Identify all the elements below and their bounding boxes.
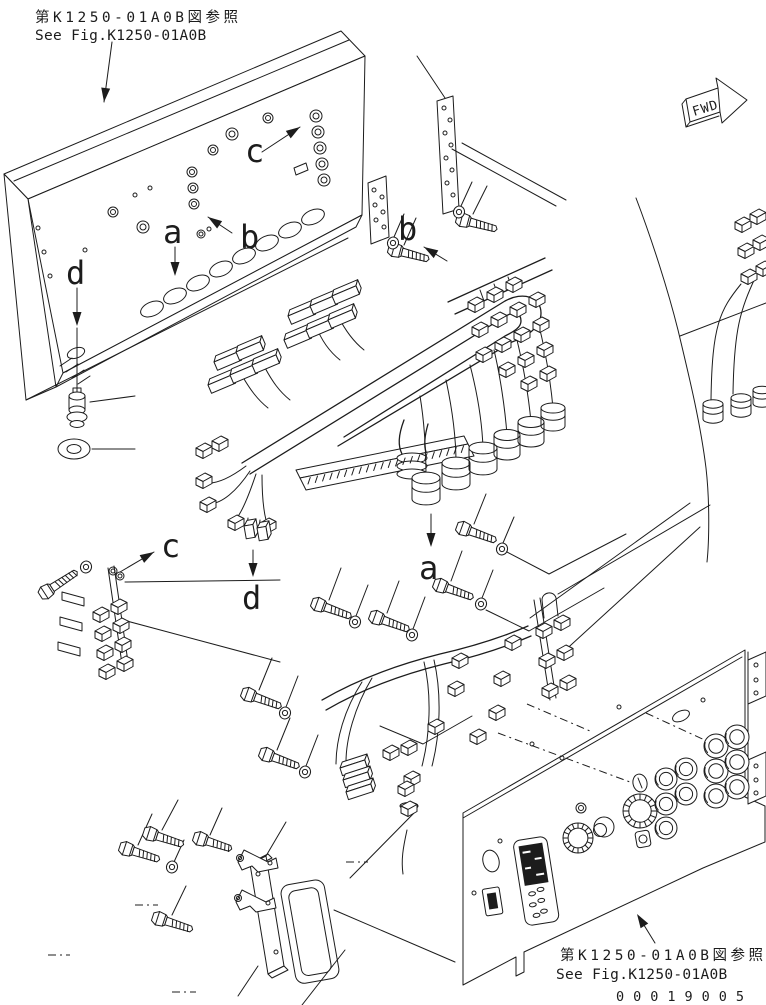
fwd-direction-arrow: FWD bbox=[681, 77, 748, 128]
gasket-frame bbox=[280, 879, 340, 984]
callout-detail-d: d bbox=[242, 579, 261, 617]
callout-detail-b: b bbox=[398, 210, 417, 248]
control-panel bbox=[462, 649, 766, 986]
callout-detail-a: a bbox=[419, 549, 438, 587]
instrument-panel-box bbox=[3, 30, 366, 401]
callout-panel-b: b bbox=[240, 218, 259, 256]
callout-detail-c: c bbox=[161, 527, 180, 565]
text-annotations: 第K1250-01A0B図参照 See Fig.K1250-01A0B 第K12… bbox=[35, 8, 766, 1005]
fuse-block-stack bbox=[57, 565, 129, 665]
monitor-module bbox=[513, 836, 560, 926]
generated-underlay bbox=[48, 41, 757, 1005]
generated-parts bbox=[35, 87, 766, 955]
toggle-switch bbox=[481, 886, 504, 917]
callout-panel-c: c bbox=[245, 132, 264, 170]
drawing-number: 00019005 bbox=[616, 989, 753, 1005]
bottom-reference-en: See Fig.K1250-01A0B bbox=[556, 967, 728, 983]
callout-panel-d: d bbox=[66, 254, 85, 292]
top-reference-jp: 第K1250-01A0B図参照 bbox=[35, 8, 242, 26]
bottom-reference-jp: 第K1250-01A0B図参照 bbox=[560, 946, 766, 964]
bracket-assembly bbox=[235, 849, 340, 984]
cab-outline bbox=[635, 197, 766, 563]
keyed-plug bbox=[634, 829, 652, 849]
callout-panel-a: a bbox=[163, 213, 182, 251]
plug-and-grommet bbox=[57, 387, 91, 460]
mounting-brackets bbox=[367, 95, 460, 245]
top-reference-en: See Fig.K1250-01A0B bbox=[35, 28, 207, 44]
fwd-label: FWD bbox=[691, 98, 721, 120]
